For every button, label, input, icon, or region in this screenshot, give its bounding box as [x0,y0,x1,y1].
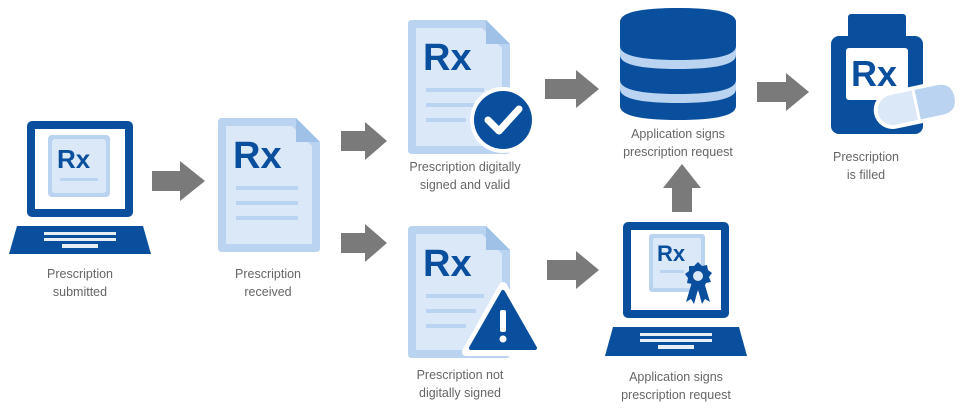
svg-text:Rx: Rx [851,53,897,94]
database-icon [620,8,736,120]
svg-text:Rx: Rx [423,243,472,285]
laptop-rx-icon: Rx [9,121,151,254]
arrow-laptop-up-to-database [663,164,701,212]
laptop-certificate-icon: Rx [605,222,747,356]
caption-not-signed: Prescription not digitally signed [416,368,504,400]
svg-text:Rx: Rx [233,135,282,177]
arrow-database-to-filled [757,73,809,111]
caption-app-signs-database: Application signs prescription request [623,127,733,159]
svg-text:Rx: Rx [423,37,472,79]
caption-filled: Prescription is filled [833,150,899,182]
caption-submitted: Prescription submitted [47,267,113,299]
arrow-not-signed-to-laptop [547,251,599,289]
rx-symbol: Rx [57,144,91,174]
rx-document-icon: Rx [218,118,320,252]
arrow-received-to-not-signed [341,224,387,262]
arrow-signed-to-database [545,70,599,108]
rx-bottle-icon: Rx [831,14,959,134]
arrow-received-to-signed [341,122,387,160]
rx-document-warning-icon: Rx [408,226,544,358]
caption-signed-valid: Prescription digitally signed and valid [409,160,521,192]
caption-app-signs-laptop: Application signs prescription request [621,370,731,402]
svg-text:Rx: Rx [657,241,686,266]
caption-received: Prescription received [235,267,301,299]
rx-document-check-icon: Rx [408,20,536,154]
arrow-submitted-to-received [152,161,205,201]
